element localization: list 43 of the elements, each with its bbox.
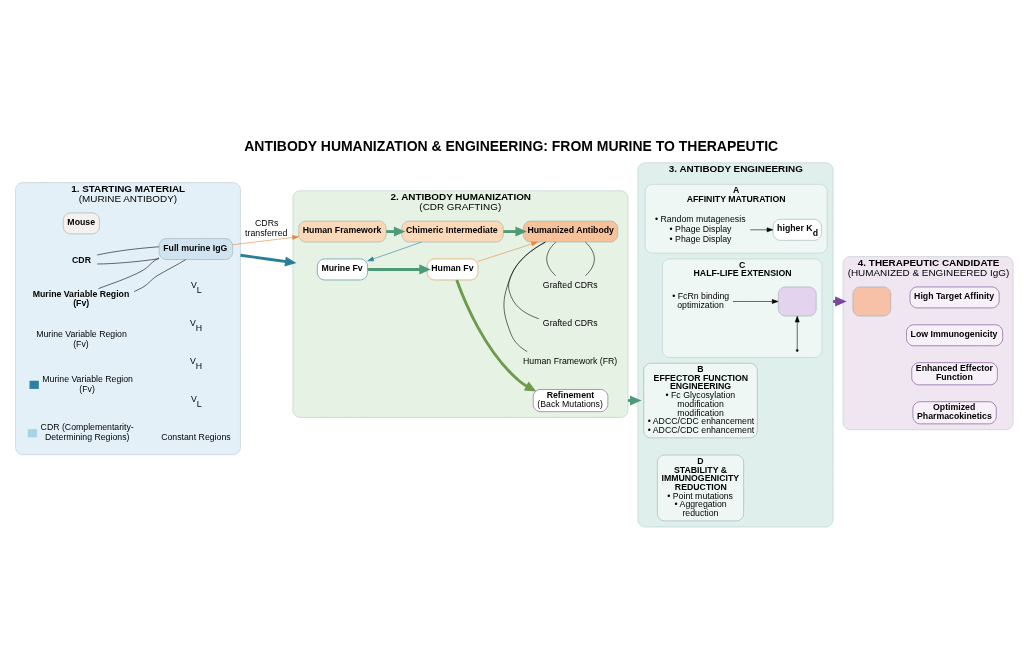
label: Murine Variable Region (Fv) <box>36 328 127 349</box>
node-box <box>852 286 892 316</box>
node-text: Grafted CDRs <box>542 317 598 328</box>
node-text: Grafted CDRs <box>542 279 598 290</box>
legend-label: CDR (Complementarity-Determining Regions) <box>40 421 134 442</box>
arrow <box>503 226 527 237</box>
edge-label: CDRs transferred <box>245 217 288 238</box>
node-text: CDR <box>72 254 91 265</box>
arrow <box>232 234 299 245</box>
node-box: Murine Fv <box>317 258 368 280</box>
node-box: Full murine IgG <box>158 237 233 260</box>
connector <box>98 257 160 289</box>
node-box: Human Fv <box>426 258 479 280</box>
node-text: Murine Variable Region (Fv) <box>32 288 130 308</box>
arrow <box>240 253 297 266</box>
node-text: • Random mutagenesis • Phage Display • Phage Display <box>655 213 746 244</box>
node-box: Refinement (Back Mutations) <box>533 388 609 412</box>
node-box: Human Framework <box>298 220 387 242</box>
node-box: B EFFECTOR FUNCTION ENGINEERING • Fc Glycosylation modification modification • ADCC/CDC enhancement • ADCC/CDC enhancement <box>643 362 758 438</box>
connector <box>96 257 160 264</box>
node-box: High Target Affinity <box>909 286 1000 308</box>
node-text: Human Framework (FR) <box>523 355 618 366</box>
node-box: D STABILITY & IMMUNOGENICITY REDUCTION • Point mutations • Aggregation reduction <box>657 454 744 521</box>
node-box: Mouse <box>63 212 100 234</box>
node-box <box>778 286 817 316</box>
node-box: Enhanced Effector Function <box>911 361 998 385</box>
node-box: Low Immunogenicity <box>906 324 1003 346</box>
arrow <box>477 241 538 262</box>
node-box: Optimized Pharmacokinetics <box>912 400 997 424</box>
node-box: Humanized Antibody <box>523 220 619 242</box>
connector <box>503 241 546 352</box>
arrow <box>732 298 779 304</box>
arrow <box>455 279 537 391</box>
node-text: • FcRn binding optimization <box>672 290 730 310</box>
arrow <box>367 263 431 274</box>
node-box: Chimeric Intermediate <box>401 220 504 242</box>
arrow <box>794 315 800 350</box>
arrow <box>386 226 406 237</box>
legend-label: Murine Variable Region (Fv) <box>42 373 133 394</box>
arrow <box>750 227 774 232</box>
diagram-title: ANTIBODY HUMANIZATION & ENGINEERING: FROM MURINE TO THERAPEUTIC <box>244 137 779 154</box>
arrow <box>367 241 422 261</box>
label: Constant Regions <box>161 431 231 442</box>
